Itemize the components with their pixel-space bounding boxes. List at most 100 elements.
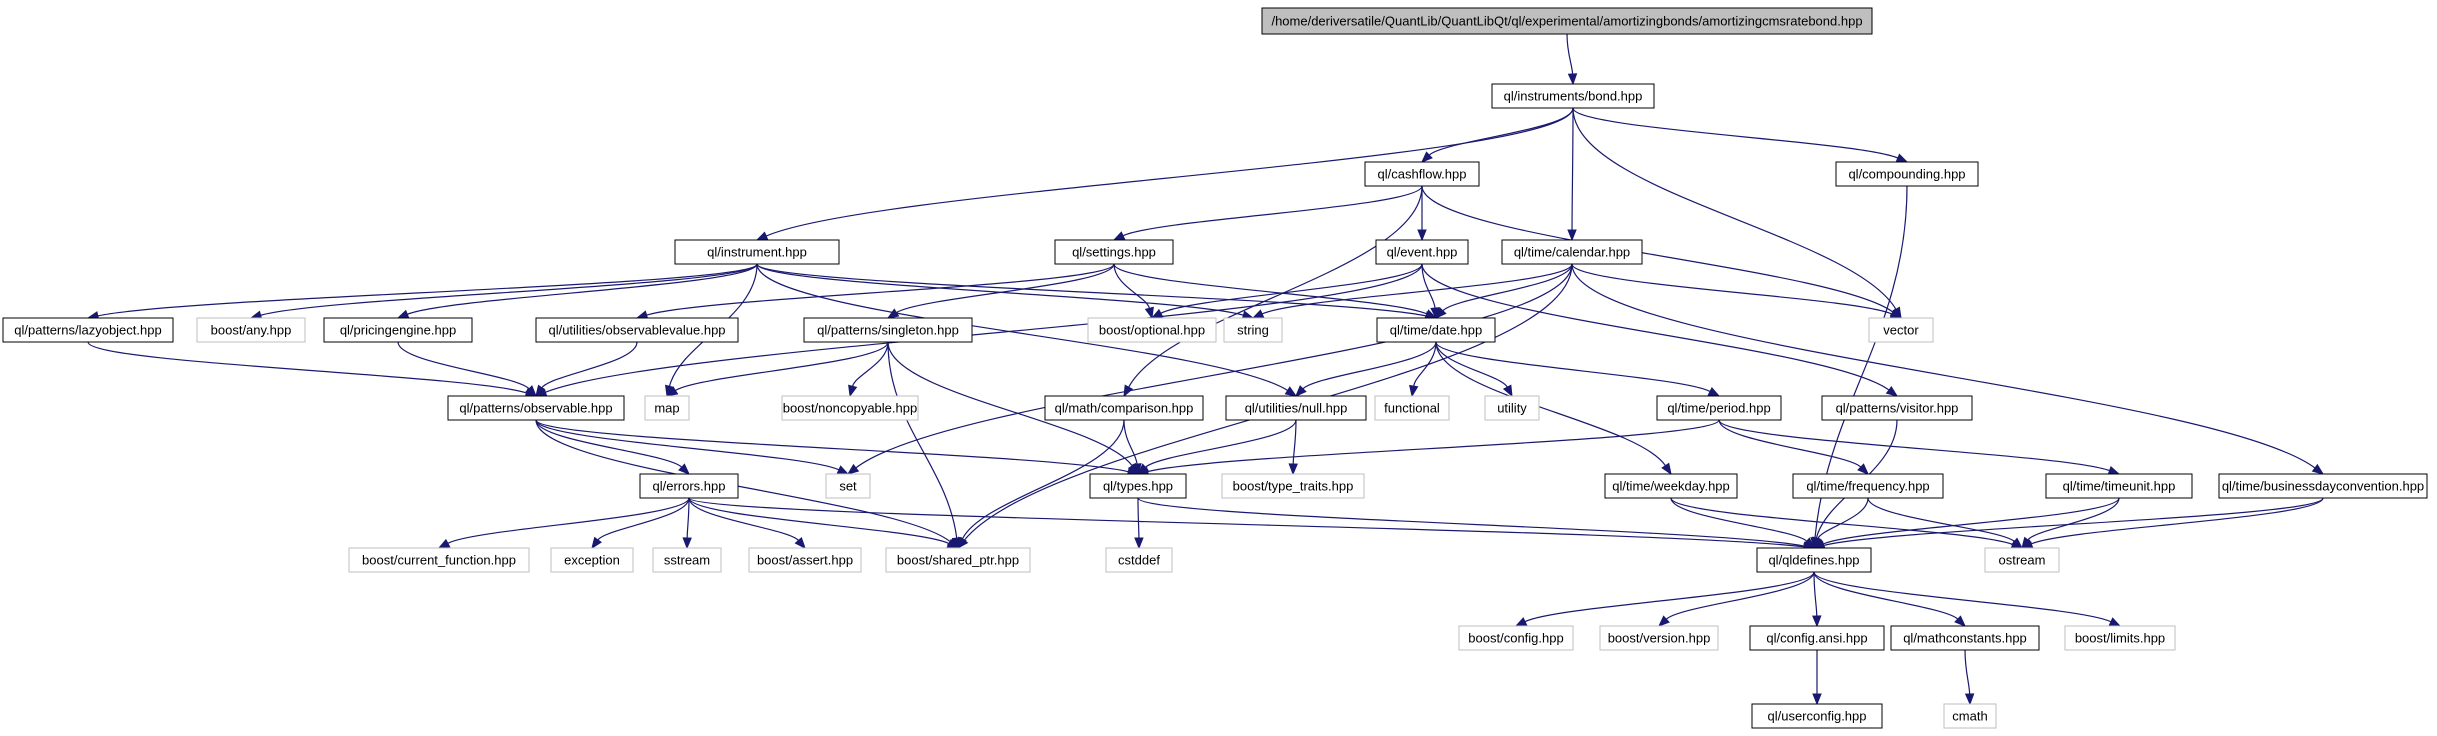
node-label: ql/patterns/visitor.hpp <box>1836 401 1959 416</box>
node-settings[interactable]: ql/settings.hpp <box>1054 239 1174 265</box>
node-layer: /home/deriversatile/QuantLib/QuantLibQt/… <box>2 7 2428 729</box>
node-frequency[interactable]: ql/time/frequency.hpp <box>1792 473 1944 499</box>
edge-observable-to-errors <box>535 419 690 475</box>
node-assert: boost/assert.hpp <box>748 547 862 573</box>
node-bconfig: boost/config.hpp <box>1458 625 1574 651</box>
node-label: ql/qldefines.hpp <box>1768 553 1859 568</box>
node-mathconstants[interactable]: ql/mathconstants.hpp <box>1890 625 2040 651</box>
node-pricingengine[interactable]: ql/pricingengine.hpp <box>323 317 473 343</box>
node-label: ql/types.hpp <box>1103 479 1173 494</box>
node-label: ql/patterns/lazyobject.hpp <box>14 323 161 338</box>
node-observablevalue[interactable]: ql/utilities/observablevalue.hpp <box>535 317 739 343</box>
edge-event-to-optional <box>1150 263 1423 319</box>
edge-types-to-cstddef <box>1134 497 1144 550</box>
node-errors[interactable]: ql/errors.hpp <box>639 473 739 499</box>
node-label: boost/assert.hpp <box>757 553 853 568</box>
edge-singleton-to-noncopyable <box>848 341 889 398</box>
node-label: ql/patterns/singleton.hpp <box>817 323 959 338</box>
node-observable[interactable]: ql/patterns/observable.hpp <box>447 395 625 421</box>
edge-instrument-to-date <box>756 263 1438 321</box>
edge-date-to-utility <box>1435 341 1513 398</box>
node-label: boost/limits.hpp <box>2075 631 2165 646</box>
node-lazyobject[interactable]: ql/patterns/lazyobject.hpp <box>2 317 174 343</box>
node-period[interactable]: ql/time/period.hpp <box>1656 395 1782 421</box>
node-label: cmath <box>1952 709 1987 724</box>
edge-root-to-bond <box>1566 33 1578 86</box>
node-userconfig[interactable]: ql/userconfig.hpp <box>1751 703 1883 729</box>
node-optional: boost/optional.hpp <box>1087 317 1217 343</box>
node-label: ql/time/frequency.hpp <box>1806 479 1929 494</box>
node-label: ql/event.hpp <box>1387 245 1458 260</box>
edge-cashflow-to-settings <box>1112 185 1423 241</box>
node-vector: vector <box>1868 317 1934 343</box>
edge-errors-to-curfunc <box>437 497 690 549</box>
node-bdc[interactable]: ql/time/businessdayconvention.hpp <box>2218 473 2428 499</box>
edge-null-to-types <box>1137 419 1297 475</box>
edge-event-to-visitor <box>1421 263 1899 397</box>
node-qldefines[interactable]: ql/qldefines.hpp <box>1756 547 1872 573</box>
node-types[interactable]: ql/types.hpp <box>1089 473 1187 499</box>
node-weekday[interactable]: ql/time/weekday.hpp <box>1604 473 1738 499</box>
node-label: boost/any.hpp <box>211 323 292 338</box>
node-blimits: boost/limits.hpp <box>2064 625 2176 651</box>
edge-bond-to-cashflow <box>1421 107 1574 163</box>
edge-errors-to-qldefines <box>688 497 1816 552</box>
edge-qldefines-to-configansi <box>1812 571 1822 628</box>
node-instrument[interactable]: ql/instrument.hpp <box>674 239 840 265</box>
node-visitor[interactable]: ql/patterns/visitor.hpp <box>1821 395 1973 421</box>
edge-weekday-to-qldefines <box>1670 497 1815 549</box>
node-label: ql/time/date.hpp <box>1390 323 1483 338</box>
node-label: boost/optional.hpp <box>1099 323 1205 338</box>
node-label: ql/userconfig.hpp <box>1767 709 1866 724</box>
node-label: boost/shared_ptr.hpp <box>897 553 1019 568</box>
edge-qldefines-to-blimits <box>1813 571 2122 627</box>
edge-mathconstants-to-cmath <box>1964 649 1975 706</box>
node-configansi[interactable]: ql/config.ansi.hpp <box>1749 625 1885 651</box>
node-bond[interactable]: ql/instruments/bond.hpp <box>1491 83 1655 109</box>
node-label: ql/errors.hpp <box>653 479 726 494</box>
node-null[interactable]: ql/utilities/null.hpp <box>1225 395 1367 421</box>
node-comparison[interactable]: ql/math/comparison.hpp <box>1044 395 1204 421</box>
node-map: map <box>644 395 690 421</box>
node-label: ostream <box>1999 553 2046 568</box>
edge-bdc-to-ostream <box>2020 497 2324 549</box>
node-singleton[interactable]: ql/patterns/singleton.hpp <box>803 317 973 343</box>
node-label: boost/current_function.hpp <box>362 553 516 568</box>
node-string: string <box>1223 317 1283 343</box>
node-label: ql/mathconstants.hpp <box>1903 631 2027 646</box>
edge-calendar-to-set <box>846 263 1573 475</box>
node-label: ql/settings.hpp <box>1072 245 1156 260</box>
node-compounding[interactable]: ql/compounding.hpp <box>1835 161 1979 187</box>
node-label: ql/time/calendar.hpp <box>1514 245 1630 260</box>
node-calendar[interactable]: ql/time/calendar.hpp <box>1501 239 1643 265</box>
node-root[interactable]: /home/deriversatile/QuantLib/QuantLibQt/… <box>1261 7 1873 35</box>
node-exception: exception <box>550 547 634 573</box>
edge-comparison-to-sharedptr <box>957 419 1125 550</box>
node-label: boost/version.hpp <box>1608 631 1711 646</box>
node-label: ql/math/comparison.hpp <box>1055 401 1194 416</box>
node-label: ql/utilities/null.hpp <box>1245 401 1348 416</box>
edge-observable-to-sharedptr <box>535 419 960 549</box>
node-label: ql/instruments/bond.hpp <box>1504 89 1643 104</box>
node-label: boost/config.hpp <box>1468 631 1563 646</box>
node-label: boost/noncopyable.hpp <box>783 401 917 416</box>
node-curfunc: boost/current_function.hpp <box>348 547 530 573</box>
node-label: ql/pricingengine.hpp <box>340 323 456 338</box>
node-label: cstddef <box>1118 553 1160 568</box>
edge-date-to-functional <box>1409 341 1437 398</box>
node-timeunit[interactable]: ql/time/timeunit.hpp <box>2045 473 2193 499</box>
edge-bond-to-calendar <box>1567 107 1577 242</box>
node-label: functional <box>1384 401 1440 416</box>
node-label: ql/time/period.hpp <box>1667 401 1770 416</box>
node-label: boost/type_traits.hpp <box>1233 479 1354 494</box>
node-cashflow[interactable]: ql/cashflow.hpp <box>1364 161 1480 187</box>
node-set: set <box>825 473 871 499</box>
node-utility: utility <box>1484 395 1540 421</box>
node-label: string <box>1237 323 1269 338</box>
node-event[interactable]: ql/event.hpp <box>1375 239 1469 265</box>
edge-settings-to-singleton <box>886 263 1115 319</box>
node-label: exception <box>564 553 620 568</box>
node-boostany: boost/any.hpp <box>196 317 306 343</box>
node-date[interactable]: ql/time/date.hpp <box>1376 317 1496 343</box>
